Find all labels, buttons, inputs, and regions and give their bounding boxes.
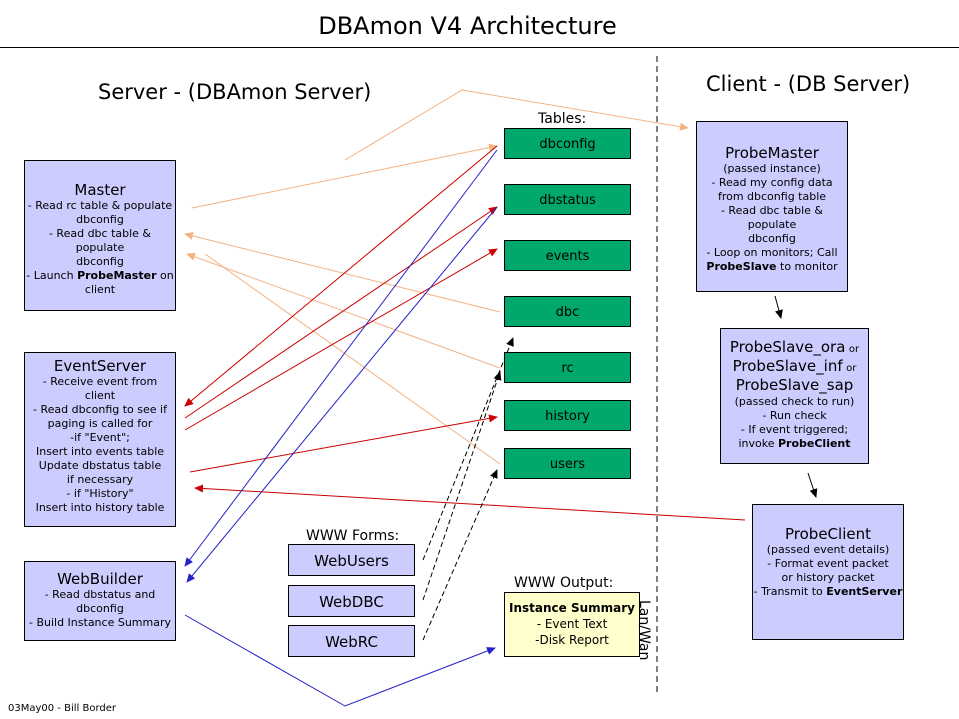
arrow-probeclient-to-eventserver [194,484,746,521]
eventserver-line: Update dbstatus table [38,459,162,472]
arrow-eventserver-to-dbstatus [184,206,498,419]
arrow-master-to-probemaster [344,89,689,161]
table-events: events [504,240,631,271]
master-line: - Launch [26,269,78,282]
footer-credit: 03May00 - Bill Border [8,703,116,714]
page-title: DBAmon V4 Architecture [318,12,617,40]
table-rc: rc [504,352,631,383]
eventserver-line: if necessary [66,473,134,486]
probemaster-box: ProbeMaster (passed instance) - Read my … [696,121,848,292]
probeclient-line: or history packet [781,571,875,584]
lan-wan-label: Lan/Wan [636,600,652,661]
table-history: history [504,400,631,431]
tables-label: Tables: [538,111,587,127]
master-line: - Read rc table & populate [27,199,173,212]
arrow-dbconfig-to-webbuilder [184,149,498,567]
probeslave-or: or [846,363,857,374]
output-line: -Disk Report [535,633,609,647]
master-box: Master - Read rc table & populate dbconf… [24,160,176,311]
www-output-label: WWW Output: [514,575,614,591]
eventserver-line: client [84,389,116,402]
arrow-users-line [204,253,501,465]
arrow-dbstatus-to-webbuilder [186,206,498,583]
probeclient-box: ProbeClient (passed event details) - For… [752,504,904,640]
output-title: Instance Summary [509,601,635,615]
table-dbc: dbc [504,296,631,327]
probeslave-probeclient-ref: ProbeClient [777,437,851,450]
eventserver-line: Insert into events table [35,445,165,458]
eventserver-line: Insert into history table [35,501,165,514]
master-probemaster-ref: ProbeMaster [77,269,157,282]
arrow-probemaster-to-probeslave [774,295,783,319]
webbuilder-line: - Build Instance Summary [28,616,172,629]
probeclient-subtitle: (passed event details) [766,543,890,556]
webbuilder-title: WebBuilder [57,570,143,588]
probemaster-line: - Read my config data [711,176,833,189]
arrow-probeslave-to-probeclient [807,472,818,498]
probeslave-line: - Run check [762,409,827,422]
eventserver-line: - Read dbconfig to see if [33,403,167,416]
arrow-eventserver-to-history [189,414,498,473]
output-line: - Event Text [536,617,608,631]
probemaster-subtitle: (passed instance) [723,162,821,175]
webbuilder-box: WebBuilder - Read dbstatus and dbconfig … [24,561,176,641]
probeslave-subtitle: (passed check to run) [734,395,855,408]
probeslave-box: ProbeSlave_ora or ProbeSlave_inf or Prob… [720,328,869,464]
master-line: client [84,283,116,296]
master-line: on [156,269,174,282]
eventserver-line: -if "Event"; [70,431,130,444]
title-divider [0,47,959,48]
probemaster-line: dbconfig [748,232,796,245]
arrow-webbuilder-to-output [184,614,496,707]
probeslave-or: or [848,344,860,355]
probemaster-line: - Read dbc table & populate [720,204,824,231]
arrow-webrc-to-users [422,469,498,641]
probeslave-ora-name: ProbeSlave_ora [729,338,846,356]
probeclient-eventserver-ref: EventServer [826,585,903,598]
probeclient-line: - Format event packet [767,557,889,570]
www-forms-label: WWW Forms: [306,528,400,544]
probeclient-line: - Transmit to [753,585,827,598]
master-line: dbconfig [76,255,124,268]
master-line: dbconfig [76,213,124,226]
probeslave-line: invoke [738,437,778,450]
eventserver-title: EventServer [53,357,147,375]
master-title: Master [74,181,126,199]
eventserver-line: - if "History" [66,487,134,500]
table-dbstatus: dbstatus [504,184,631,215]
webbuilder-line: dbconfig [76,602,124,615]
arrow-webdbc-to-rc [422,371,502,601]
table-users: users [504,448,631,479]
arrow-webusers-to-dbc [422,337,514,561]
probeslave-sap-name: ProbeSlave_sap [735,376,854,394]
eventserver-line: - Receive event from [42,375,158,388]
probemaster-line: to monitor [776,260,838,273]
webrc-form: WebRC [288,625,415,657]
instance-summary-output: Instance Summary - Event Text -Disk Repo… [504,592,640,657]
probeclient-title: ProbeClient [785,525,871,543]
eventserver-box: EventServer - Receive event from client … [24,352,176,527]
webdbc-form: WebDBC [288,585,415,617]
webbuilder-line: - Read dbstatus and [44,588,156,601]
webusers-form: WebUsers [288,544,415,576]
table-dbconfig: dbconfig [504,128,631,159]
probemaster-line: - Loop on monitors; Call [706,246,838,259]
eventserver-line: paging is called for [47,417,153,430]
arrow-dbc-to-master [184,232,501,313]
arrow-dbconfig-to-eventserver [184,145,498,407]
arrow-eventserver-to-events [184,248,498,431]
probemaster-line: from dbconfig table [717,190,827,203]
probemaster-title: ProbeMaster [725,144,819,162]
probeslave-inf-name: ProbeSlave_inf [732,357,843,375]
client-heading: Client - (DB Server) [706,72,911,96]
server-heading: Server - (DBAmon Server) [98,80,372,104]
master-line: - Read dbc table & populate [48,227,152,254]
probeslave-line: - If event triggered; [740,423,849,436]
probemaster-probeslave-ref: ProbeSlave [706,260,777,273]
arrow-master-to-dbconfig [191,143,498,209]
